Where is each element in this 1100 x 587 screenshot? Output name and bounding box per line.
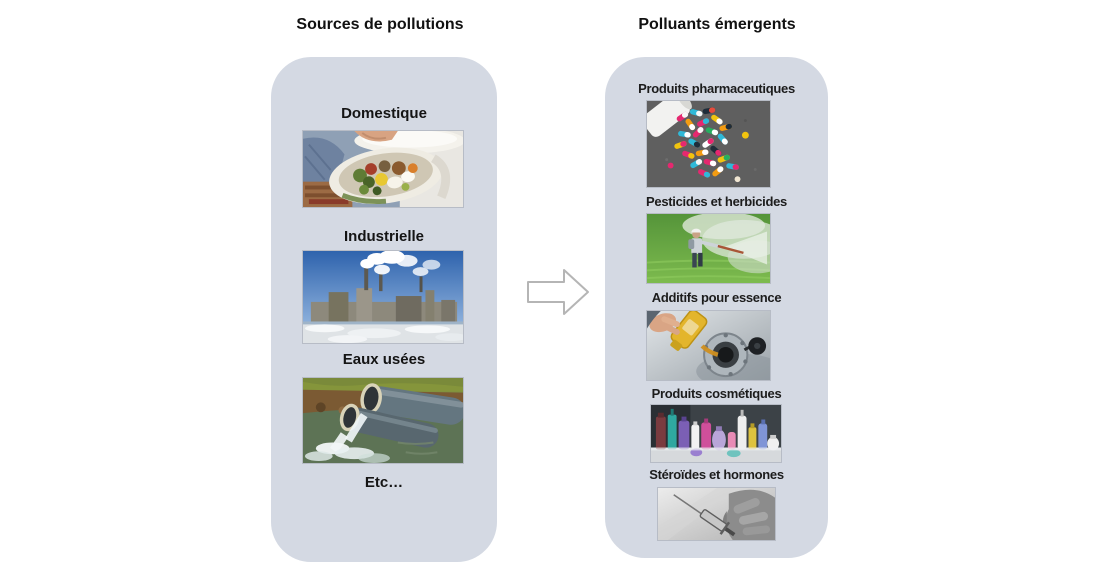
- label-additifs-essence: Additifs pour essence: [651, 290, 782, 305]
- right-column-title: Polluants émergents: [638, 16, 796, 33]
- label-industrielle: Industrielle: [343, 228, 425, 245]
- sewage-discharge-pipes-photo: [302, 377, 464, 464]
- pollutants-panel: Produits pharmaceutiques: [605, 57, 828, 558]
- factory-smokestacks-photo: [302, 250, 464, 344]
- label-etc: Etc…: [364, 474, 404, 491]
- cosmetic-bottles-photo: [650, 404, 782, 463]
- label-steroides-hormones: Stéroïdes et hormones: [649, 467, 784, 482]
- food-waste-bin-photo: [302, 130, 464, 208]
- label-produits-cosmetiques: Produits cosmétiques: [651, 386, 782, 401]
- label-pesticides-herbicides: Pesticides et herbicides: [646, 194, 787, 209]
- fuel-additive-pour-photo: [646, 310, 771, 381]
- field-spraying-photo: [646, 213, 771, 284]
- sources-panel: Domestique: [271, 57, 497, 562]
- left-column-title: Sources de pollutions: [296, 16, 464, 33]
- label-domestique: Domestique: [341, 105, 427, 122]
- syringe-hand-photo: [657, 487, 776, 541]
- label-produits-pharmaceutiques: Produits pharmaceutiques: [638, 81, 795, 96]
- spilled-pills-photo: [646, 100, 771, 188]
- right-block-arrow-icon: [526, 266, 590, 320]
- label-eaux-usees: Eaux usées: [342, 351, 426, 368]
